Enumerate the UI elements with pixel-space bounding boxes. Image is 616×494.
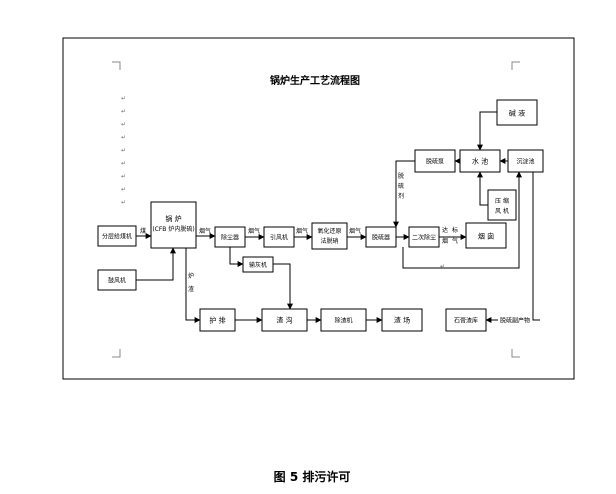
node-slag-remover: 除渣机	[320, 308, 367, 332]
svg-text:氧化还原: 氧化还原	[317, 227, 341, 235]
svg-text:达: 达	[442, 226, 448, 234]
svg-text:渣 沟: 渣 沟	[276, 316, 292, 325]
node-chimney: 烟 囱	[465, 222, 507, 249]
svg-text:气: 气	[452, 237, 458, 245]
svg-text:烟 囱: 烟 囱	[478, 232, 494, 241]
node-ash-conveyor: 输灰机	[242, 256, 274, 273]
svg-text:二次除尘: 二次除尘	[412, 234, 436, 242]
svg-text:渣: 渣	[188, 285, 194, 293]
node-coal-mill: 分层给煤机	[97, 225, 137, 247]
svg-text:分层给煤机: 分层给煤机	[102, 233, 132, 241]
edge-boiler-to-slag	[185, 248, 201, 323]
svg-text:↵: ↵	[121, 186, 126, 193]
svg-text:剂: 剂	[398, 192, 404, 200]
crop-mark-bottom-left	[112, 349, 121, 358]
edge-labels: 煤 烟气 烟气 烟气 烟气 炉 渣 脱 硫 剂 达 标 烟 气	[140, 172, 458, 293]
svg-text:脱硫泵: 脱硫泵	[426, 158, 444, 166]
node-water-pool: 水 池	[459, 149, 501, 173]
svg-text:除尘器: 除尘器	[221, 234, 239, 242]
svg-text:(CFB 炉内脱硫): (CFB 炉内脱硫)	[152, 225, 194, 233]
node-slag-channel: 渣 沟	[261, 308, 308, 332]
svg-text:护 排: 护 排	[209, 316, 225, 325]
node-dust-collector: 除尘器	[214, 226, 246, 248]
node-compressor: 压 缩 风 机	[487, 189, 517, 221]
svg-text:↵: ↵	[121, 199, 126, 206]
svg-text:烟: 烟	[442, 237, 448, 245]
node-slag-yard: 渣 场	[381, 308, 423, 332]
svg-text:脱硫器: 脱硫器	[372, 234, 390, 242]
svg-text:炉: 炉	[188, 272, 194, 280]
svg-text:除渣机: 除渣机	[334, 317, 352, 325]
node-slag-discharge: 护 排	[199, 308, 236, 332]
svg-text:↵: ↵	[121, 121, 126, 128]
node-desulf-pump: 脱硫泵	[414, 149, 456, 173]
crop-mark-top-left	[112, 61, 121, 70]
node-boiler: 锅 炉 (CFB 炉内脱硫)	[150, 201, 197, 249]
node-blower: 鼓风机	[97, 269, 137, 291]
svg-text:碱 液: 碱 液	[509, 109, 525, 118]
edge-pump-to-desulf	[393, 160, 415, 228]
diagram-title: 锅炉生产工艺流程图	[270, 74, 360, 87]
svg-text:↵: ↵	[121, 108, 126, 115]
svg-text:↵: ↵	[121, 147, 126, 154]
svg-text:硫: 硫	[398, 182, 404, 190]
node-byproduct: 脱硫副产物	[500, 317, 530, 325]
svg-text:↵: ↵	[440, 263, 445, 270]
svg-text:引风机: 引风机	[270, 234, 288, 242]
edge-dust-to-ash	[229, 247, 244, 267]
svg-text:压 缩: 压 缩	[495, 197, 509, 205]
svg-text:输灰机: 输灰机	[249, 261, 267, 269]
crop-mark-top-right	[511, 61, 520, 70]
svg-text:沉淀池: 沉淀池	[516, 158, 534, 166]
svg-text:脱: 脱	[398, 172, 404, 180]
svg-text:标: 标	[452, 226, 458, 234]
node-sncr: 氧化还原 法脱硝	[311, 222, 348, 250]
svg-text:↵: ↵	[121, 95, 126, 102]
edge-alkali-to-pool	[477, 111, 497, 151]
svg-text:风 机: 风 机	[495, 207, 509, 215]
node-induced-fan: 引风机	[263, 226, 295, 248]
svg-text:水 池: 水 池	[472, 157, 488, 166]
svg-text:↵: ↵	[121, 160, 126, 167]
svg-text:煤: 煤	[140, 227, 146, 235]
figure-caption: 图 5 排污许可	[274, 469, 351, 484]
svg-text:↵: ↵	[121, 134, 126, 141]
svg-text:↵: ↵	[121, 173, 126, 180]
node-gypsum-yard: 石膏渣库	[445, 308, 487, 332]
edge-settling-to-byproduct	[532, 172, 540, 321]
svg-text:法脱硝: 法脱硝	[320, 237, 338, 245]
svg-text:烟气: 烟气	[248, 227, 260, 235]
svg-text:渣 场: 渣 场	[394, 316, 410, 325]
node-secondary-dust: 二次除尘	[408, 226, 440, 248]
svg-text:烟气: 烟气	[199, 227, 211, 235]
svg-text:锅 炉: 锅 炉	[165, 214, 181, 223]
edge-desulf-to-settling	[402, 171, 522, 269]
edge-compressor-to-pool	[477, 171, 488, 206]
node-alkali: 碱 液	[496, 99, 538, 126]
crop-mark-bottom-right	[511, 349, 520, 358]
page-frame	[62, 37, 575, 380]
edge-blower-to-boiler	[136, 247, 176, 281]
edge-ash-to-channel	[273, 263, 293, 310]
svg-text:鼓风机: 鼓风机	[108, 277, 126, 285]
paragraph-marks: ↵ ↵ ↵ ↵ ↵ ↵ ↵ ↵ ↵ ↵	[121, 95, 445, 270]
svg-text:烟气: 烟气	[296, 227, 308, 235]
node-desulfurizer: 脱硫器	[365, 226, 397, 248]
flow-lines	[136, 111, 540, 323]
svg-text:石膏渣库: 石膏渣库	[454, 317, 478, 325]
svg-text:烟气: 烟气	[349, 227, 361, 235]
node-settling-pool: 沉淀池	[507, 149, 544, 173]
